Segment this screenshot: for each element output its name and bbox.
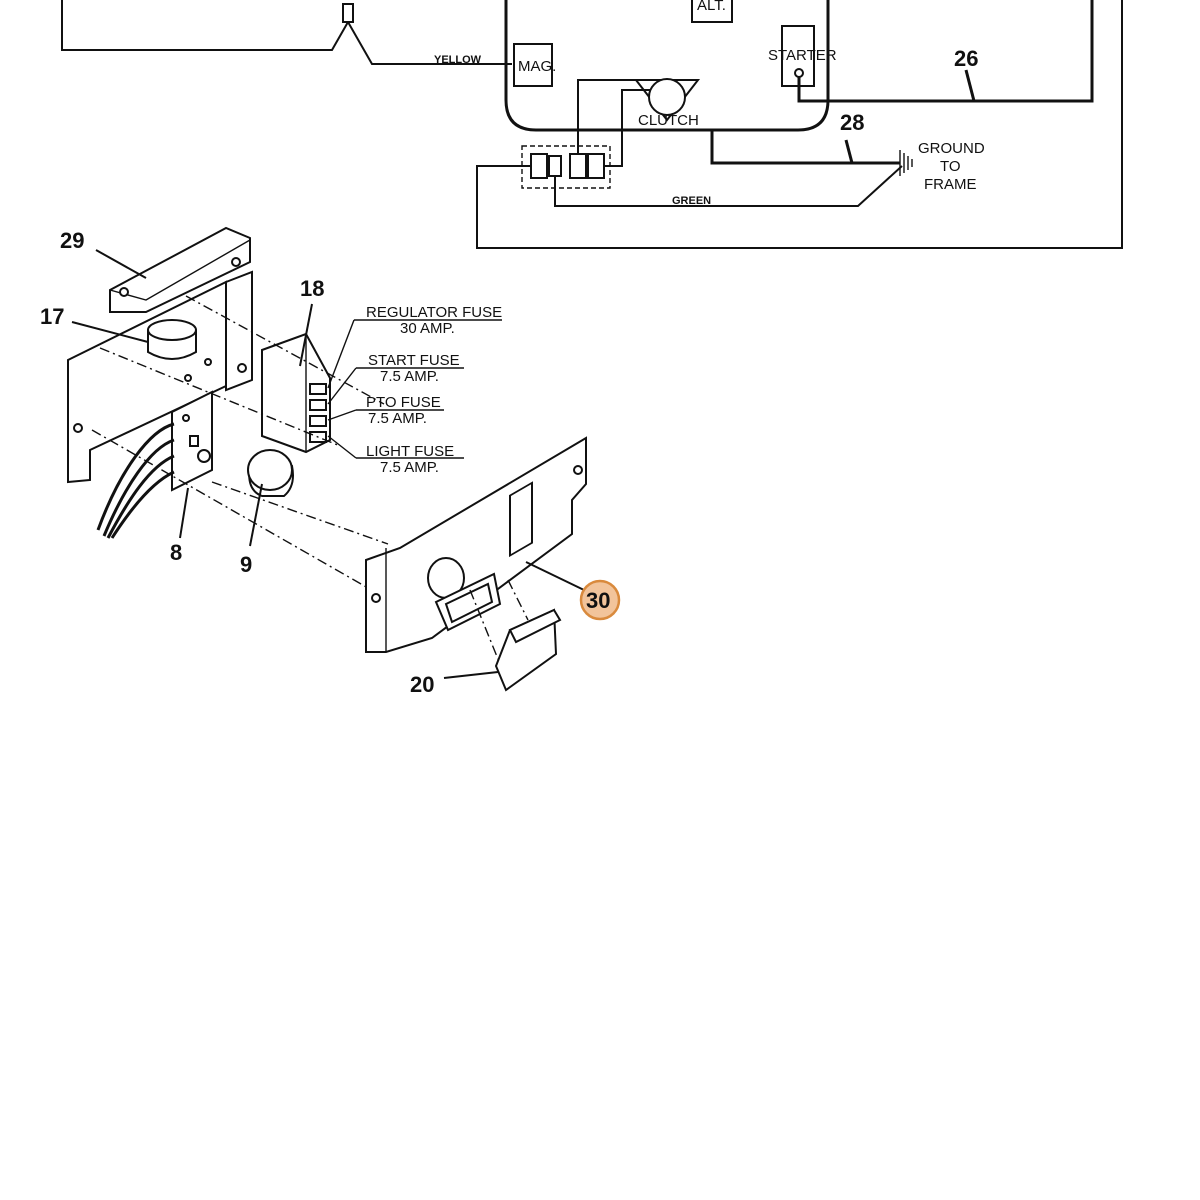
hour-meter-face [508, 608, 562, 644]
board-component-1 [197, 449, 211, 463]
clutch-wire-b [600, 89, 650, 167]
callout-18-leader [299, 303, 313, 367]
fuse-rating-pto: 7.5 AMP. [368, 410, 427, 427]
magneto-label: MAG. [518, 58, 556, 75]
fuse-name-start: START FUSE [368, 352, 460, 369]
callout-29-leader [95, 249, 147, 279]
guide-line-6 [507, 579, 529, 621]
yellow-wire [61, 0, 512, 65]
green-wire-label: GREEN [672, 195, 711, 207]
guide-line-4 [211, 481, 389, 545]
harness-loop [476, 0, 1123, 249]
connector-pin-3 [569, 153, 587, 179]
ground-label-line3: FRAME [924, 176, 977, 193]
fuse-leader-1 [327, 319, 355, 389]
hour-meter-bezel [444, 582, 494, 624]
panel-hole-2 [573, 465, 583, 475]
connector-housing [521, 145, 611, 189]
fuse-rating-regulator: 30 AMP. [400, 320, 455, 337]
alternator-label: ALT. [697, 0, 726, 14]
fuse-leader-4 [327, 435, 357, 459]
green-wire [554, 165, 903, 207]
exploded-view: 29 17 8 18 REGULATOR FUSE 30 AMP. ST [40, 226, 621, 697]
wire-harness-2 [102, 438, 175, 537]
fuse-slot-3 [309, 415, 327, 427]
wire-harness-1 [96, 422, 175, 531]
clutch-wire-a [577, 79, 636, 160]
callout-28-leader [844, 139, 854, 164]
bracket-hole-2 [237, 363, 247, 373]
top-bar-hole-1 [119, 287, 129, 297]
clutch-label: CLUTCH [638, 112, 699, 129]
fuse-leader-3 [327, 409, 357, 421]
callout-8: 8 [170, 540, 182, 565]
callout-17-leader [71, 321, 149, 343]
starter-cable [797, 0, 1094, 103]
ground-wire [710, 130, 900, 165]
fuse-slot-2 [309, 399, 327, 411]
callout-30-leader [525, 561, 585, 591]
fuse-name-light: LIGHT FUSE [366, 443, 454, 460]
callout-18: 18 [300, 276, 324, 301]
panel-slot [509, 481, 533, 558]
wiring-schematic: YELLOW MAG. ALT. STARTER 26 CLUTCH 28 [61, 0, 1123, 249]
callout-30-highlight[interactable] [579, 579, 621, 621]
callout-20-leader [443, 671, 499, 679]
callout-17: 17 [40, 304, 64, 329]
guide-line-2 [99, 347, 341, 447]
inline-connector [342, 3, 354, 23]
fuse-rating-start: 7.5 AMP. [380, 368, 439, 385]
callout-26: 26 [954, 46, 978, 71]
connector-pin-2 [548, 155, 562, 177]
alternator-box [691, 0, 733, 23]
starter-terminal [794, 68, 804, 78]
relay-top [147, 319, 197, 341]
fuse-name-pto: PTO FUSE [366, 394, 441, 411]
guide-line-5 [469, 589, 501, 665]
bracket-hole-1 [73, 423, 83, 433]
ground-label-line1: GROUND [918, 140, 985, 157]
board-component-3 [189, 435, 199, 447]
callout-8-leader [179, 487, 189, 539]
callout-20: 20 [410, 672, 434, 697]
yellow-wire-label: YELLOW [434, 54, 482, 66]
engine-outline [504, 0, 830, 132]
callout-9: 9 [240, 552, 252, 577]
wire-harness-3 [106, 454, 175, 539]
bracket-hole-4 [204, 358, 212, 366]
fuse-name-regulator: REGULATOR FUSE [366, 304, 502, 321]
guide-line-1 [185, 295, 385, 405]
ground-symbol [899, 150, 913, 176]
connector-pin-1 [530, 153, 548, 179]
bracket-hole-3 [184, 374, 192, 382]
connector-pin-4 [587, 153, 605, 179]
fuse-slot-1 [309, 383, 327, 395]
starter-label: STARTER [768, 47, 837, 64]
callout-30: 30 [586, 588, 610, 613]
wire-harness-4 [110, 470, 175, 539]
top-bar-hole-2 [231, 257, 241, 267]
fuse-rating-light: 7.5 AMP. [380, 459, 439, 476]
callout-9-leader [249, 483, 263, 547]
panel-hole-1 [371, 593, 381, 603]
callout-28: 28 [840, 110, 864, 135]
top-bar [109, 226, 251, 313]
ground-label-line2: TO [940, 158, 961, 175]
magneto-box [513, 43, 553, 87]
guide-line-3 [91, 429, 369, 589]
switch-knob [247, 449, 293, 491]
fuse-leader-2 [327, 367, 357, 405]
board-component-2 [182, 414, 190, 422]
bracket-flange [225, 270, 253, 392]
callout-26-leader [964, 69, 976, 102]
clutch-circle [648, 78, 686, 116]
callout-29: 29 [60, 228, 84, 253]
